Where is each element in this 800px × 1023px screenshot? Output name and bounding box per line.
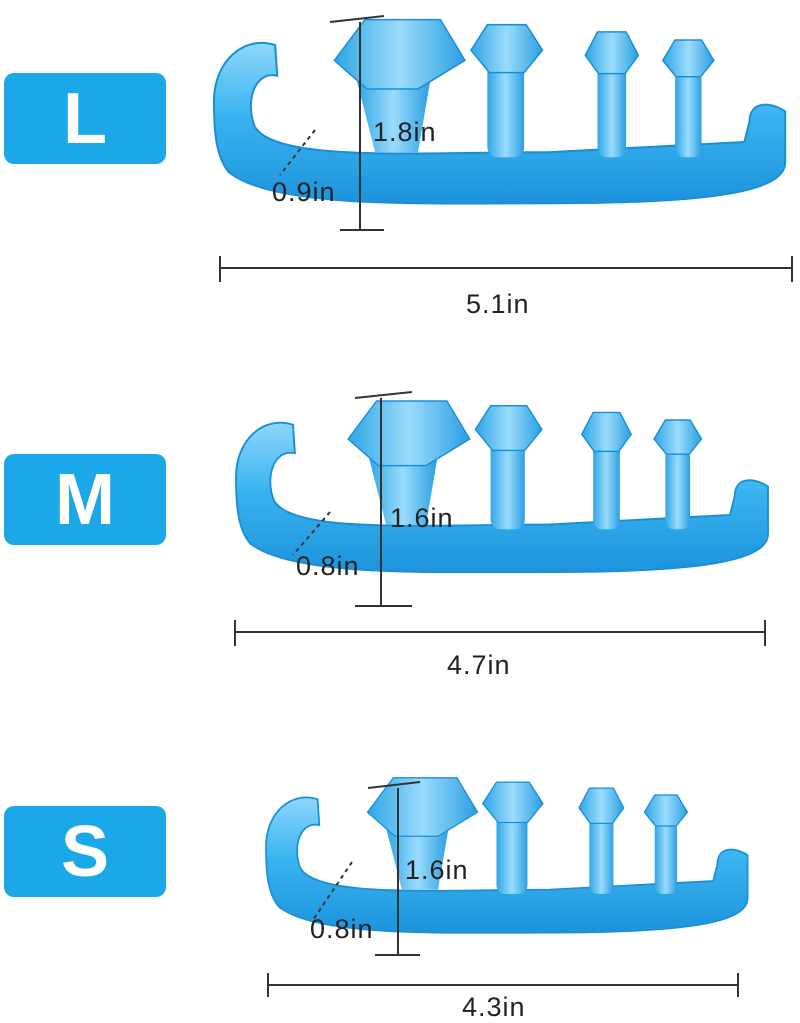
dimension-lines-small: [267, 781, 739, 997]
size-badge-small: S: [4, 806, 166, 897]
length-label-medium: 4.7in: [447, 650, 511, 680]
height-label-small: 1.6in: [405, 855, 469, 885]
separator-medium: [235, 400, 769, 574]
size-badge-medium: M: [4, 454, 166, 545]
dimension-lines-medium: [234, 391, 766, 646]
length-label-large: 5.1in: [466, 289, 530, 319]
size-badge-large: L: [4, 73, 166, 164]
dimension-lines-large: [219, 15, 793, 282]
height-label-large: 1.8in: [373, 117, 437, 147]
base-height-label-small: 0.8in: [310, 914, 374, 944]
height-label-medium: 1.6in: [390, 503, 454, 533]
base-height-label-medium: 0.8in: [296, 551, 360, 581]
separator-small: [265, 776, 749, 934]
base-height-label-large: 0.9in: [272, 177, 336, 207]
separator-large: [212, 18, 787, 205]
length-label-small: 4.3in: [462, 992, 526, 1022]
